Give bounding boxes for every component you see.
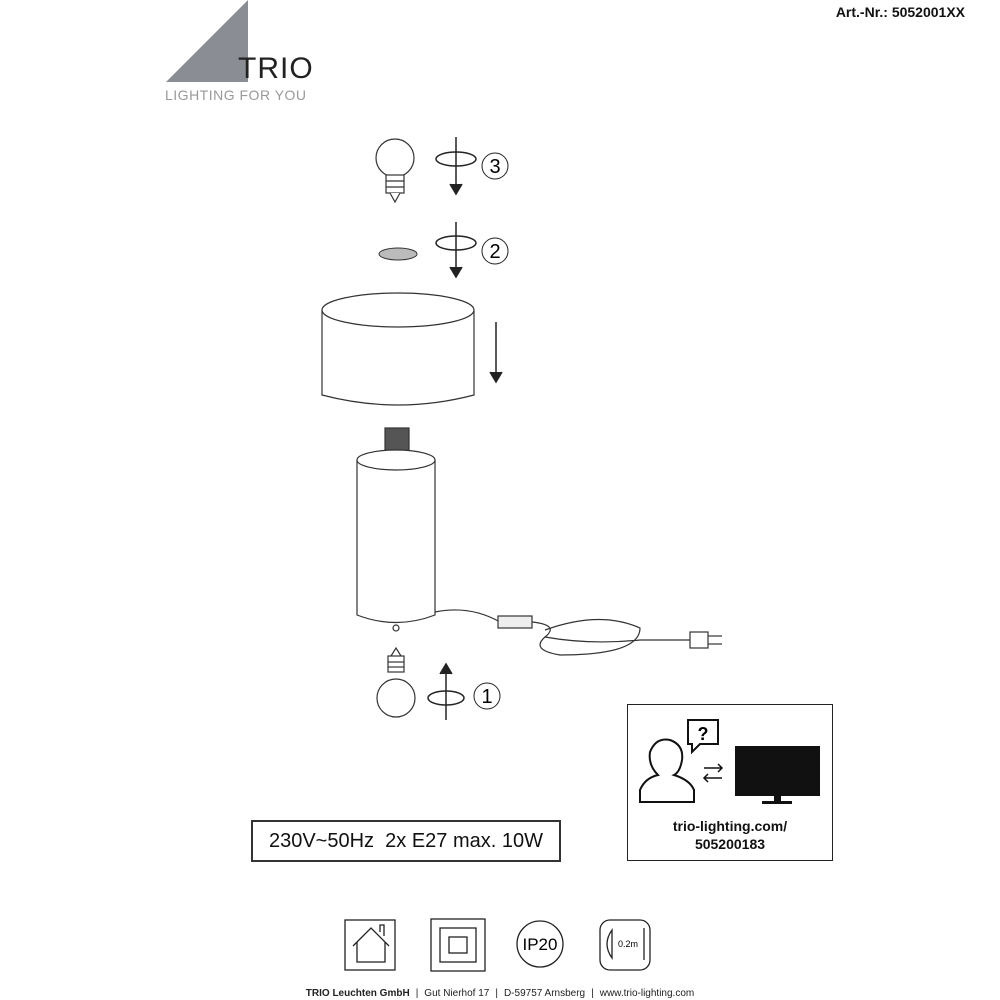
electrical-specs: 230V~50Hz 2x E27 max. 10W	[251, 820, 561, 862]
footer-street: Gut Nierhof 17	[424, 988, 490, 999]
step-2-number: 2	[489, 241, 500, 263]
footer-company: TRIO Leuchten GmbH	[305, 988, 410, 999]
step-1-number: 1	[481, 686, 492, 708]
person-icon	[639, 738, 695, 803]
logo-brand: TRIO	[238, 52, 314, 85]
rotate-up-arrow-icon	[427, 662, 465, 720]
logo-triangle	[166, 0, 248, 82]
monitor-icon	[735, 746, 820, 804]
footer-website[interactable]: www.trio-lighting.com	[599, 988, 695, 999]
rotate-down-arrow-icon	[435, 137, 477, 196]
bulb-icon	[376, 646, 416, 718]
power-cable	[434, 609, 722, 656]
footer-separator: |	[591, 988, 594, 999]
logo-tagline: LIGHTING FOR YOU	[165, 87, 307, 103]
step-3-badge	[481, 152, 509, 180]
footer: TRIO Leuchten GmbH | Gut Nierhof 17 | D-5975…	[0, 988, 1000, 999]
down-arrow-icon	[489, 322, 503, 384]
step-2-badge	[481, 237, 509, 265]
ip-rating-label: IP20	[523, 935, 558, 954]
footer-separator: |	[495, 988, 498, 999]
lamp-ring	[378, 247, 418, 261]
min-distance-label: 0.2m	[618, 939, 638, 949]
step-3-number: 3	[489, 156, 500, 178]
indoor-use-icon	[344, 919, 396, 971]
support-box: trio-lighting.com/ 505200183	[627, 704, 833, 861]
lamp-base	[356, 427, 436, 632]
protection-class-2-icon	[430, 918, 486, 972]
footer-city: D-59757 Arnsberg	[503, 988, 586, 999]
svg-text:?: ?	[698, 724, 709, 744]
ip-rating-icon	[516, 920, 564, 968]
lamp-shade	[321, 292, 475, 406]
rotate-down-arrow-icon	[435, 222, 477, 279]
article-number: Art.-Nr.: 5052001XX	[835, 4, 965, 20]
min-distance-icon	[599, 919, 651, 971]
step-1-badge	[473, 682, 501, 710]
support-url-line-2: 505200183	[694, 836, 766, 852]
bulb-icon	[375, 138, 415, 204]
support-url-line-1: trio-lighting.com/	[672, 818, 788, 834]
exchange-arrows-icon	[702, 763, 724, 783]
footer-separator: |	[415, 988, 419, 999]
question-bubble-icon: ?	[687, 719, 719, 755]
support-url[interactable]: trio-lighting.com/ 505200183	[628, 817, 832, 853]
